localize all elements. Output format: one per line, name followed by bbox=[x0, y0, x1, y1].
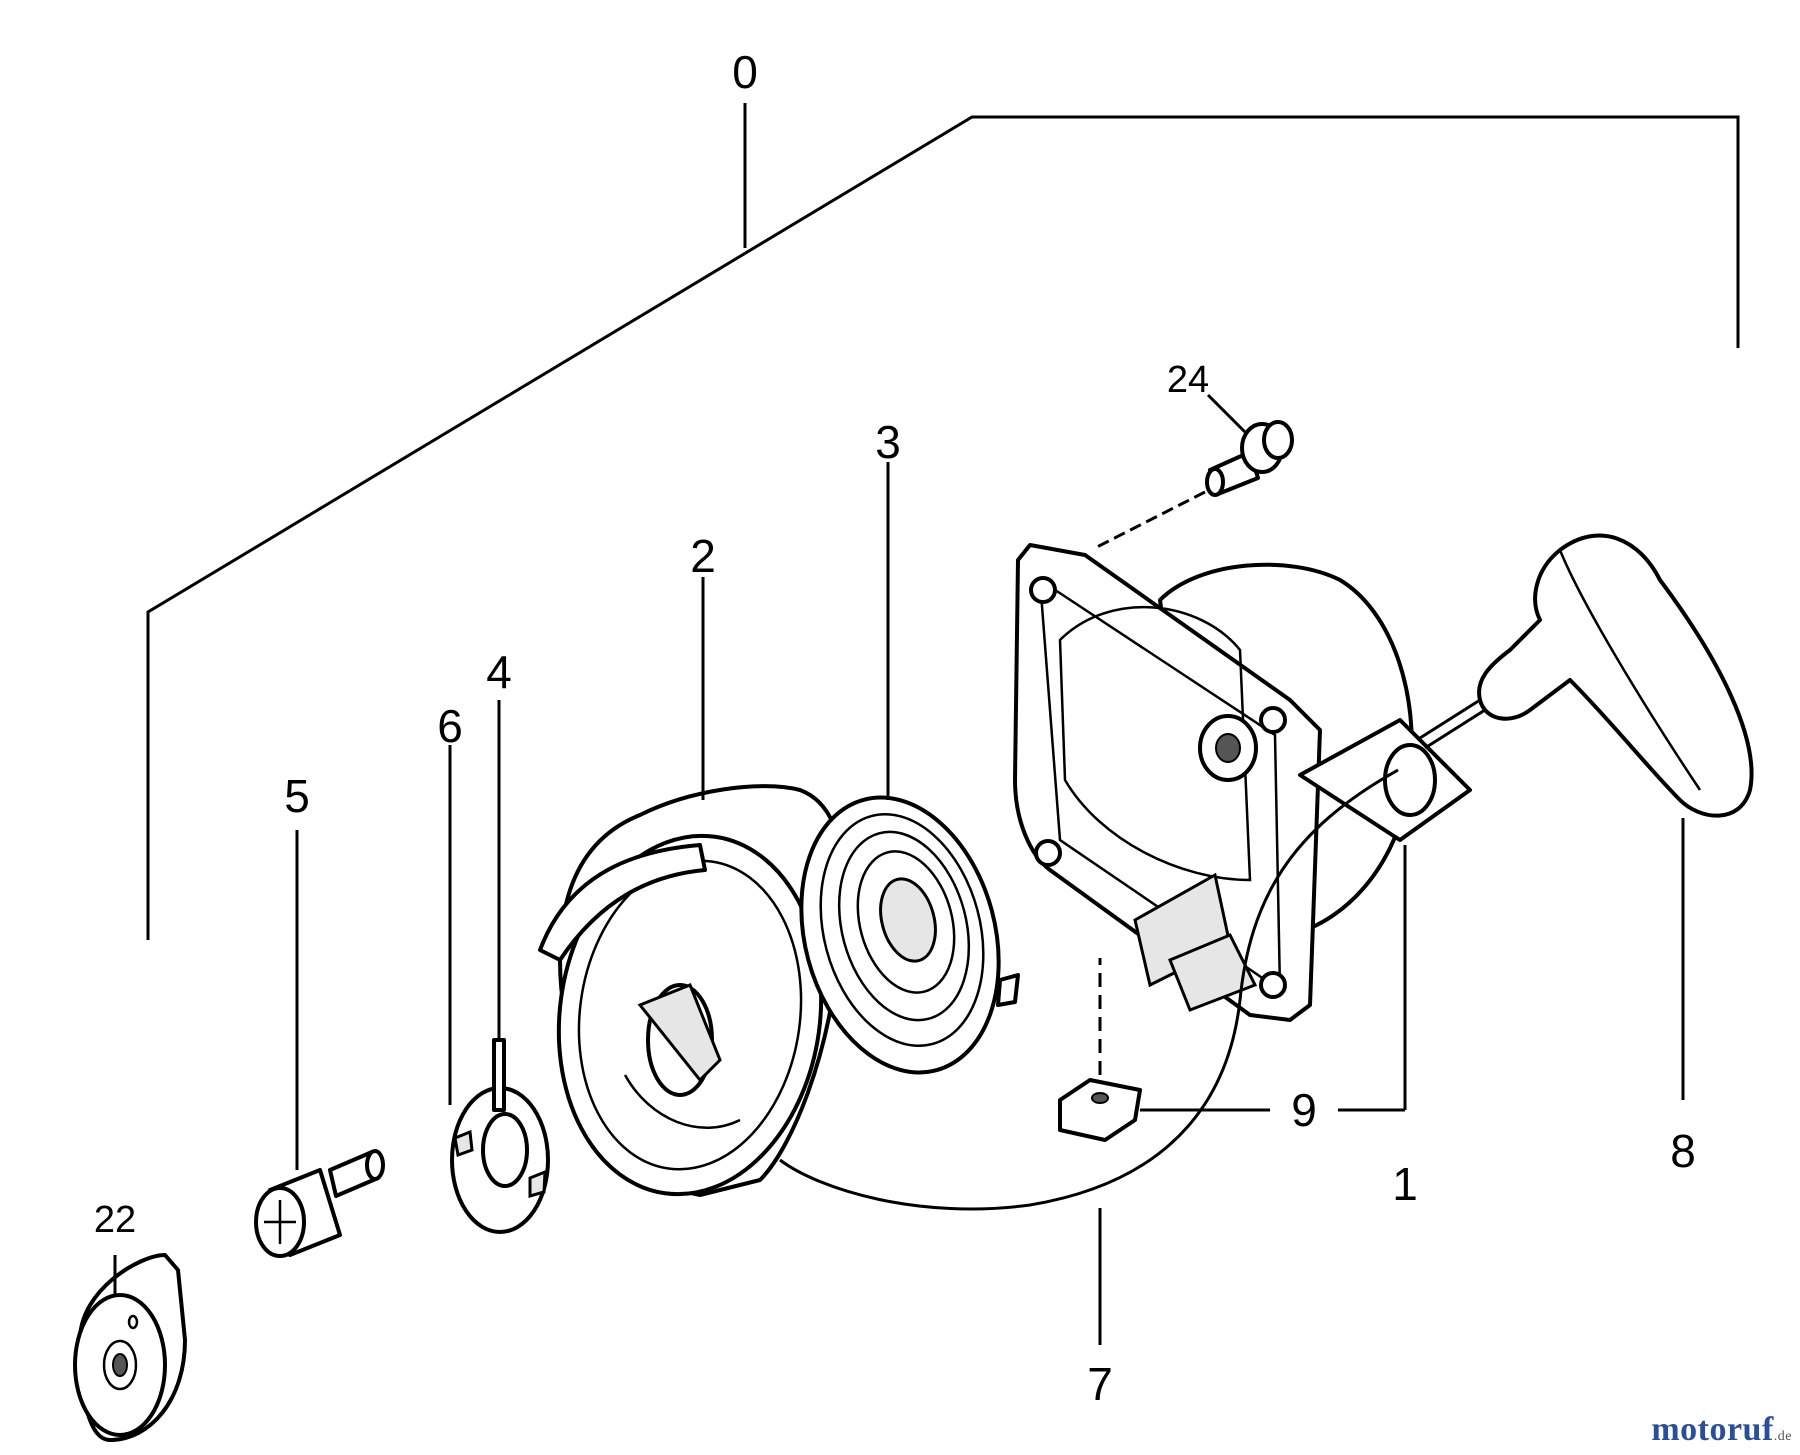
watermark-tld: .de bbox=[1773, 1429, 1792, 1444]
label-part-1: 1 bbox=[1392, 1158, 1418, 1210]
label-part-9: 9 bbox=[1291, 1084, 1317, 1136]
label-part-3: 3 bbox=[875, 416, 901, 468]
label-part-0: 0 bbox=[732, 46, 758, 98]
label-part-2: 2 bbox=[690, 530, 716, 582]
label-part-22: 22 bbox=[94, 1199, 136, 1241]
watermark-logo: motoruf.de bbox=[1651, 1411, 1792, 1449]
part-6-pawl-plate bbox=[448, 700, 550, 1234]
watermark-name: motoruf bbox=[1651, 1411, 1774, 1448]
part-1-starter-housing bbox=[1013, 543, 1472, 1110]
part-7-starter-rope bbox=[779, 768, 1399, 1345]
assembly-bracket bbox=[146, 103, 1740, 940]
label-part-4: 4 bbox=[486, 646, 512, 698]
part-5-screw bbox=[254, 830, 385, 1258]
label-part-24: 24 bbox=[1167, 359, 1209, 401]
label-part-8: 8 bbox=[1670, 1125, 1696, 1177]
label-part-5: 5 bbox=[284, 770, 310, 822]
part-24-bolt bbox=[1094, 393, 1294, 550]
part-22-nut bbox=[73, 1253, 187, 1442]
part-9-cushion bbox=[1058, 958, 1405, 1142]
part-2-pulley bbox=[538, 577, 846, 1197]
label-part-7: 7 bbox=[1087, 1358, 1113, 1410]
part-3-recoil-spring bbox=[799, 462, 1020, 1075]
label-part-6: 6 bbox=[437, 700, 463, 752]
part-8-handle bbox=[1419, 533, 1754, 1100]
